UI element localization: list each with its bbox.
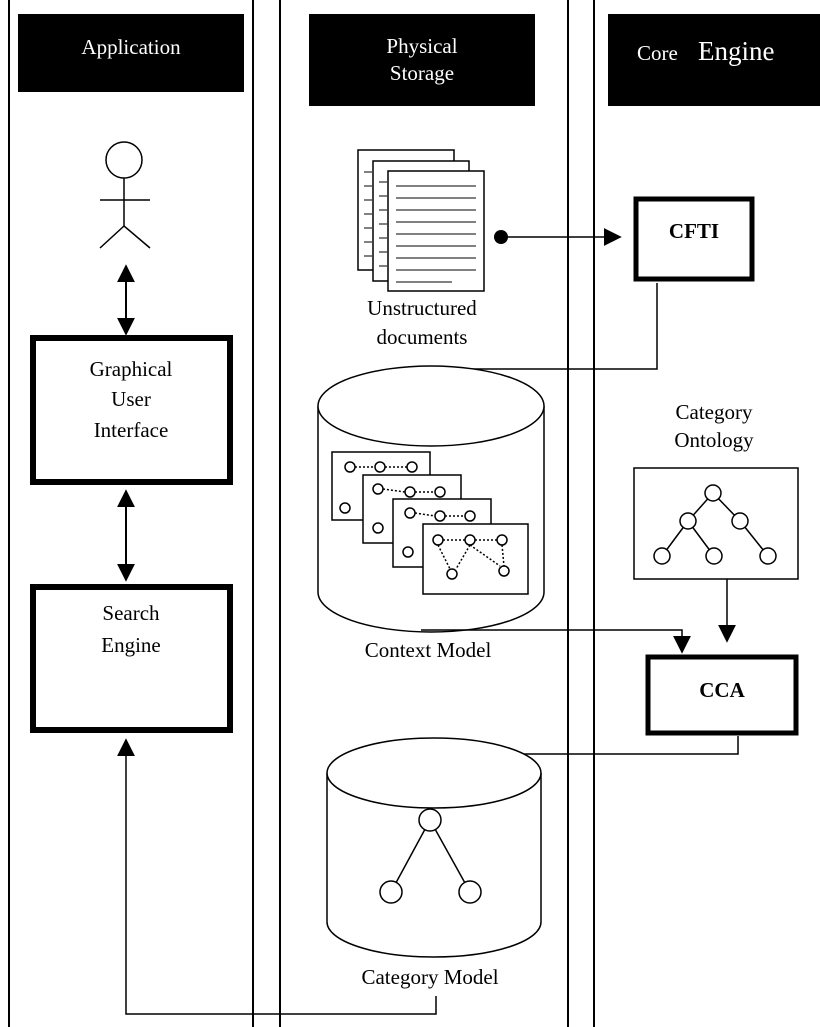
gui-label-line3: Interface (94, 418, 169, 442)
arrow-category-search (117, 738, 437, 1015)
cca-label: CCA (699, 678, 745, 702)
header-physical-storage: Physical Storage (309, 14, 535, 106)
gui-box: Graphical User Interface (30, 335, 233, 485)
context-graph-cards (331, 451, 529, 595)
header-storage-line1: Physical (386, 34, 457, 58)
documents-label-line1: Unstructured (367, 296, 477, 320)
header-core-small: Core (637, 41, 678, 65)
user-actor-icon (99, 141, 151, 249)
search-engine-box: Search Engine (30, 584, 233, 733)
gui-label-line2: User (111, 387, 151, 411)
header-storage-line2: Storage (390, 61, 454, 85)
ontology-label-line1: Category (676, 400, 753, 424)
documents-icon (357, 149, 485, 292)
arrow-documents-cfti (494, 228, 622, 246)
ontology-label-line2: Ontology (674, 428, 754, 452)
header-core-engine: Core Engine (608, 14, 820, 106)
search-engine-label-line1: Search (102, 601, 160, 625)
context-model-label: Context Model (365, 638, 492, 662)
cfti-box: CFTI (633, 196, 755, 282)
gui-label-line1: Graphical (90, 357, 173, 381)
ontology-tree-box (633, 467, 799, 580)
lane-application (8, 0, 254, 1027)
arrow-context-cca (421, 629, 691, 654)
lane-core-engine (593, 0, 595, 1027)
search-engine-label-line2: Engine (101, 633, 160, 657)
header-application: Application (18, 14, 244, 92)
category-model-label: Category Model (361, 965, 498, 989)
cca-box: CCA (645, 654, 799, 736)
cfti-label: CFTI (669, 219, 719, 243)
lane-physical-storage (279, 0, 569, 1027)
header-core-big: Engine (698, 36, 774, 66)
documents-label-line2: documents (377, 325, 468, 349)
category-model-tree (379, 808, 482, 904)
header-application-title: Application (81, 35, 181, 59)
category-model-cylinder (326, 737, 542, 958)
